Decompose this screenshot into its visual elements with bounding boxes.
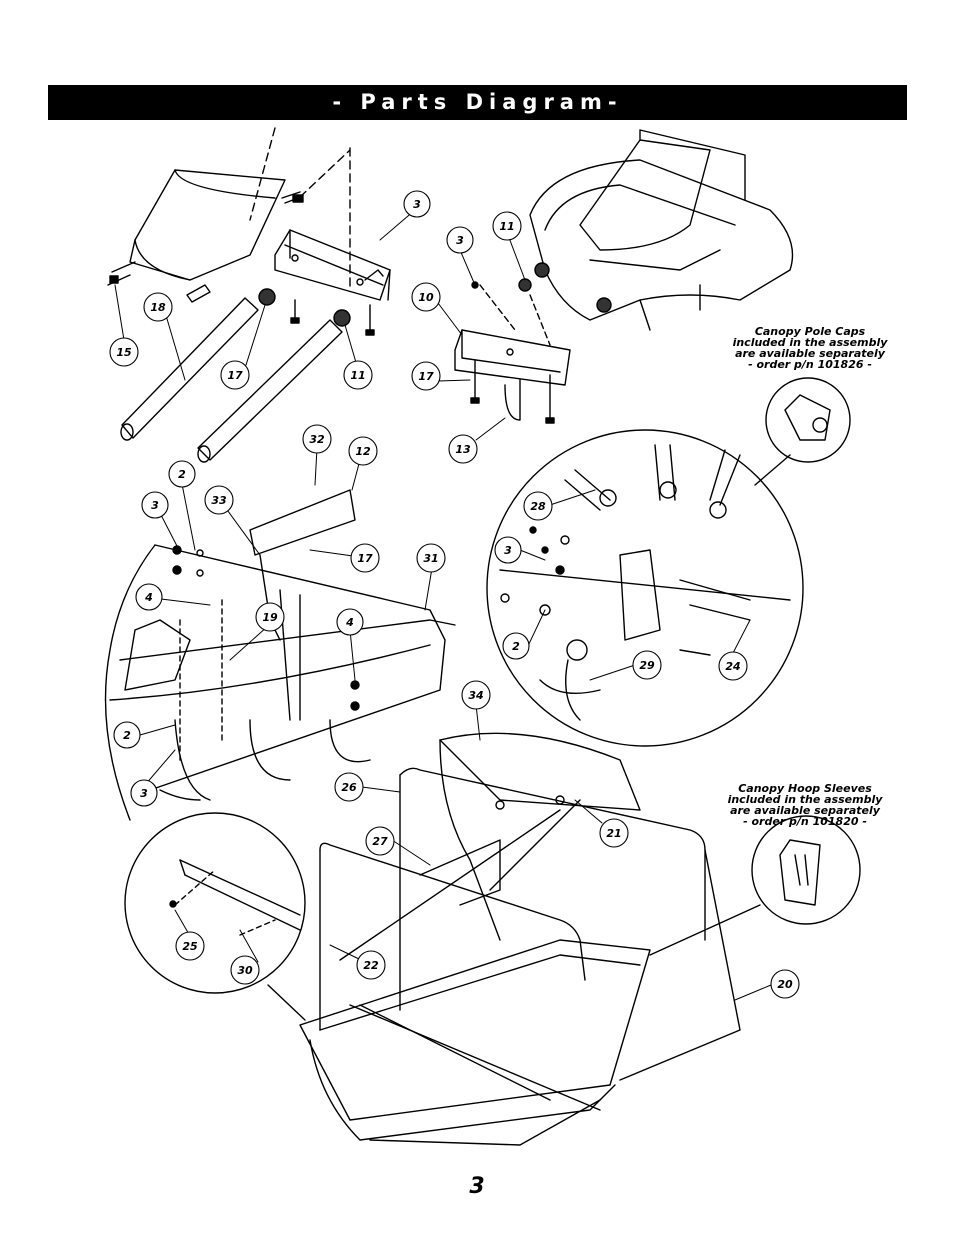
callout-label: 32 [309,433,325,446]
callout-label: 17 [357,552,373,565]
note-pole-caps-line2: included in the assembly [733,336,889,349]
pole-cap-detail [754,377,851,486]
note-pole-caps: Canopy Pole Caps included in the assembl… [733,325,889,371]
callout-label: 2 [123,729,131,742]
callout-31: 25 [175,931,205,961]
callout-label: 18 [150,301,166,314]
callout-1: 3 [446,226,474,254]
note-pole-caps-line4: - order p/n 101826 - [748,358,872,371]
callout-label: 27 [372,835,388,848]
callout-6: 11 [343,360,373,390]
callout-4: 15 [109,337,139,367]
callout-34: 20 [770,969,800,999]
callout-label: 13 [455,443,471,456]
callout-24: 2 [502,632,530,660]
note-pole-caps-line1: Canopy Pole Caps [755,325,866,338]
callout-label: 26 [341,781,357,794]
tube-center [197,319,343,463]
callout-3: 18 [143,292,173,322]
page-number: 3 [469,1174,485,1199]
note-hoop-sleeves-line3: are available separately [730,804,881,817]
callout-label: 17 [418,370,434,383]
callout-label: 21 [606,827,621,840]
note-hoop-sleeves: Canopy Hoop Sleeves included in the asse… [728,782,884,828]
callout-label: 11 [350,369,365,382]
callout-label: 4 [144,591,153,604]
callout-label: 4 [345,616,354,629]
callout-label: 28 [530,500,546,513]
callout-5: 17 [220,360,250,390]
callout-label: 19 [262,611,278,624]
bolts-17-upper [290,299,375,336]
callout-label: 3 [140,787,148,800]
callout-10: 32 [302,424,332,454]
callout-33: 30 [230,955,260,985]
callout-14: 3 [141,491,169,519]
callout-label: 33 [211,494,227,507]
callout-label: 25 [182,940,198,953]
callout-label: 15 [116,346,132,359]
callout-15: 17 [350,543,380,573]
tube-18 [120,297,259,441]
hoop-sleeve-detail [649,815,861,956]
callout-28: 26 [334,772,364,802]
callout-label: 20 [777,978,793,991]
callout-18: 19 [255,602,285,632]
note-hoop-sleeves-line4: - order p/n 101820 - [743,815,867,828]
note-pole-caps-line3: are available separately [735,347,886,360]
callout-7: 10 [411,282,441,312]
callout-29: 21 [599,818,629,848]
title-bar: - Parts Diagram- [48,85,907,120]
callout-label: 30 [237,964,253,977]
callout-26: 24 [718,651,748,681]
hardware-detail-circle [486,429,804,747]
callout-8: 17 [411,361,441,391]
callout-bubbles: 3 3 11 18 15 17 11 10 17 13 32 12 2 33 3… [109,190,800,999]
note-hoop-sleeves-line1: Canopy Hoop Sleeves [738,782,872,795]
callout-19: 4 [336,608,364,636]
callout-label: 11 [499,220,514,233]
callout-label: 22 [363,959,379,972]
callout-label: 24 [725,660,740,673]
callout-32: 22 [356,950,386,980]
callout-label: 3 [456,234,464,247]
callout-label: 17 [227,369,243,382]
callout-11: 12 [348,436,378,466]
callout-label: 2 [178,468,186,481]
callout-20: 2 [113,721,141,749]
note-hoop-sleeves-line2: included in the assembly [728,793,884,806]
bracket-10 [454,278,571,424]
callout-17: 4 [135,583,163,611]
callout-0: 3 [403,190,431,218]
callout-label: 10 [418,291,434,304]
page-title: - Parts Diagram- [332,90,623,114]
callout-27: 34 [461,680,491,710]
callout-16: 31 [416,543,446,573]
callout-12: 2 [168,460,196,488]
callout-9: 13 [448,434,478,464]
callout-label: 29 [639,659,655,672]
rail-detail-circle [124,812,306,1021]
callout-21: 3 [130,779,158,807]
callout-25: 29 [632,650,662,680]
callout-label: 12 [355,445,371,458]
callout-label: 3 [151,499,159,512]
callout-label: 34 [468,689,483,702]
mounting-bracket [274,229,391,301]
callout-label: 3 [504,544,512,557]
callout-label: 2 [512,640,520,653]
callout-label: 3 [413,198,421,211]
cart-and-canopy [299,732,741,1146]
callout-label: 31 [423,552,438,565]
callout-23: 3 [494,536,522,564]
bracket-cover-assembly [107,127,351,303]
pole-caps-left [258,288,351,327]
seat-base [529,129,794,331]
callout-2: 11 [492,211,522,241]
callout-30: 27 [365,826,395,856]
leader-lines [114,209,772,1001]
callout-22: 28 [523,491,553,521]
callout-13: 33 [204,485,234,515]
